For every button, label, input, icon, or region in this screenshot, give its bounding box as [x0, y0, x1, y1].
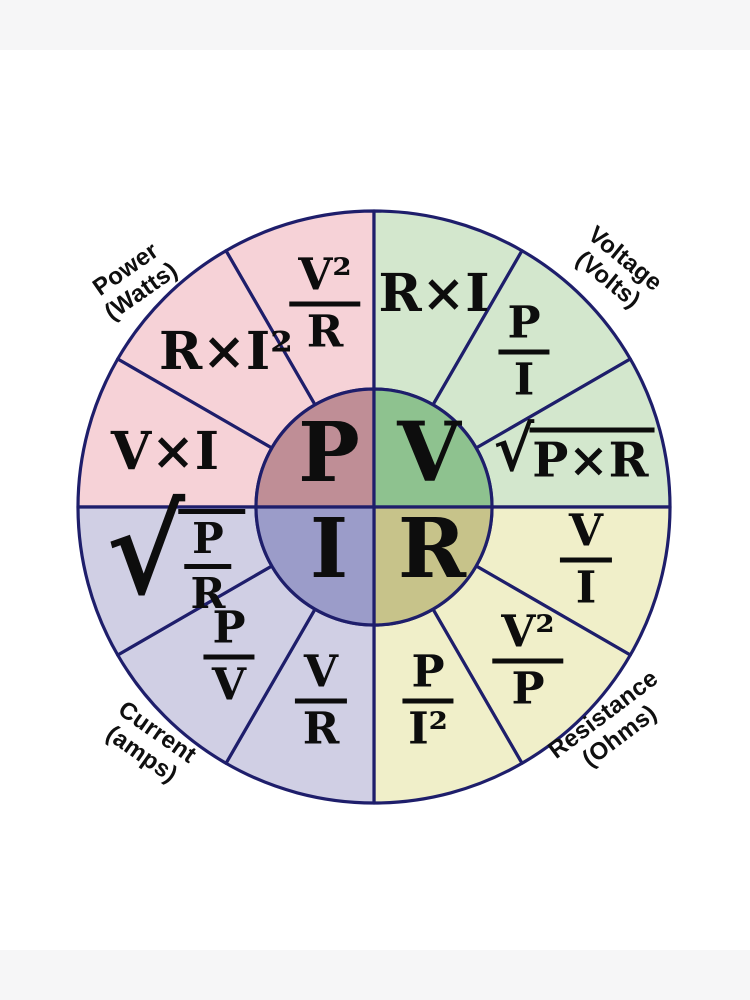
formula-sqrt-p-times-r: √ P×R [493, 412, 655, 486]
denominator: I [575, 562, 597, 614]
bottom-gray-band [0, 950, 750, 1000]
denominator: R [306, 306, 344, 358]
formula-p-over-v: P V [203, 606, 255, 711]
formula-v2-over-p: V² P [492, 610, 564, 715]
label-current-amps: Current (amps) [97, 696, 201, 792]
hub-letter-v: V [397, 405, 461, 501]
hub-letter-r: R [397, 501, 467, 597]
numerator: P [498, 301, 550, 355]
label-voltage-volts: Voltage (Volts) [565, 221, 668, 319]
formula-p-over-i: P I [498, 301, 550, 406]
denominator: R [190, 569, 226, 618]
hub-quadrant-p [254, 387, 376, 509]
top-gray-band [0, 0, 750, 50]
label-power-watts: Power (Watts) [85, 235, 183, 326]
numerator: V² [492, 610, 564, 664]
formula-sqrt-p-over-r: √ P R [106, 481, 246, 622]
formula-v-over-r: V R [294, 650, 348, 755]
numerator: P [184, 518, 232, 569]
denominator: R [302, 703, 340, 755]
numerator: V² [289, 253, 361, 307]
formula-r-times-i: R×I [378, 263, 490, 324]
hub-quadrant-v [372, 387, 494, 509]
denominator: I² [408, 703, 448, 755]
formula-v-times-i: V×I [110, 421, 220, 482]
radical-sign: √ [493, 412, 535, 486]
hub-quadrant-i [254, 505, 376, 627]
numerator: V [294, 650, 348, 704]
numerator: P [402, 650, 454, 704]
radicand: P×R [529, 427, 655, 485]
hub-letter-p: P [298, 405, 360, 501]
hub-letter-i: I [309, 501, 349, 597]
hub-quadrant-r [372, 505, 494, 627]
denominator: V [211, 659, 247, 711]
formula-v2-over-r: V² R [289, 253, 361, 358]
radicand-fraction: P R [178, 509, 246, 615]
numerator: V [559, 509, 613, 563]
formula-r-times-i2: R×I² [159, 321, 293, 382]
denominator: I [513, 354, 535, 406]
denominator: P [511, 663, 545, 715]
formula-v-over-i: V I [559, 509, 613, 614]
numerator: P [203, 606, 255, 660]
radical-sign: √ [106, 481, 186, 622]
formula-p-over-i2: P I² [402, 650, 454, 755]
label-resistance-ohms: Resistance (Ohms) [543, 665, 680, 786]
